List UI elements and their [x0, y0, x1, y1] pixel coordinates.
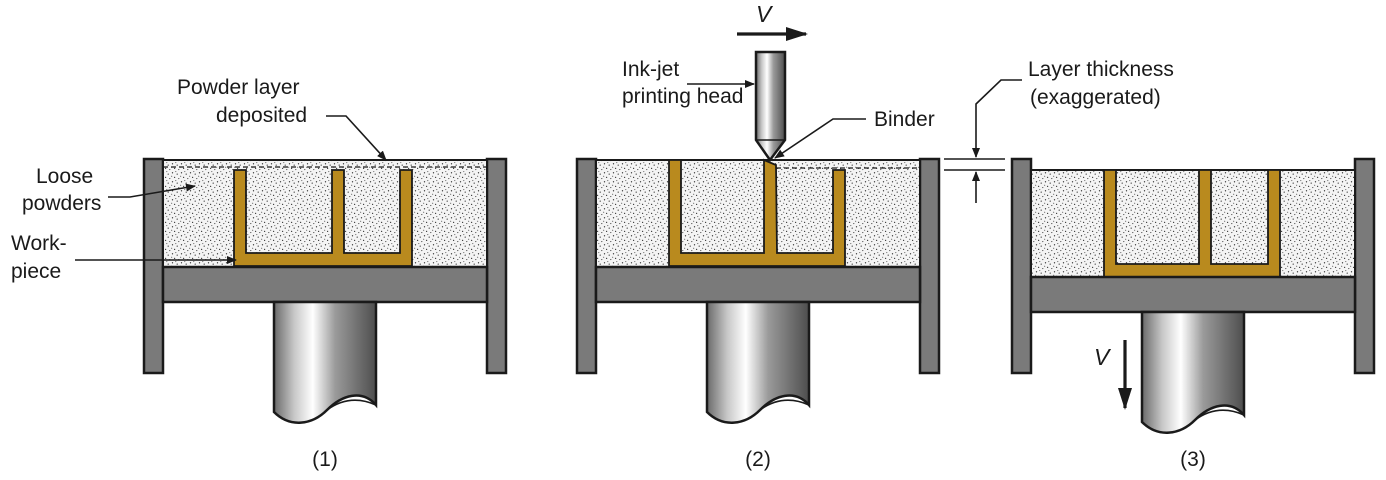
label-thickness-2: (exaggerated): [1030, 86, 1161, 109]
caption-1: (1): [312, 448, 338, 471]
piston-cut-edge: [759, 399, 810, 411]
build-platform: [1029, 275, 1357, 314]
piston: [272, 300, 378, 424]
chamber-wall-right: [1353, 157, 1376, 375]
chamber-wall-left: [1010, 157, 1033, 375]
piston-cut-edge: [1194, 409, 1245, 421]
velocity-label-top: V: [756, 1, 774, 27]
powder-bed: [595, 159, 921, 268]
chamber-wall-left: [575, 157, 598, 375]
label-inkjet-2: printing head: [622, 85, 743, 108]
caption-3: (3): [1180, 448, 1206, 471]
label-loose-1: Loose: [36, 165, 93, 188]
label-inkjet-1: Ink-jet: [622, 58, 679, 81]
label-loose-2: powders: [22, 192, 101, 215]
stage-2: V Ink-jet printing head Binder (2): [575, 1, 941, 471]
caption-2: (2): [745, 448, 771, 471]
piston: [1140, 310, 1246, 434]
thickness-arrow-down: [972, 79, 1022, 158]
build-platform: [161, 265, 489, 304]
leader-powder-layer: [326, 115, 387, 161]
label-work-1: Work-: [11, 232, 67, 255]
powder-bed: [162, 159, 488, 268]
stage-3: V (3): [1010, 157, 1376, 471]
label-binder: Binder: [874, 108, 935, 131]
chamber-wall-right: [918, 157, 941, 375]
velocity-label-down: V: [1094, 344, 1112, 370]
label-powder-layer-1: Powder layer: [177, 76, 300, 99]
label-powder-layer-2: deposited: [216, 104, 307, 127]
inkjet-print-head: [754, 50, 787, 163]
piston-cut-edge: [326, 399, 377, 411]
stage-1: Powder layer deposited Loose powders Wor…: [11, 76, 508, 471]
powder-bed: [1030, 169, 1356, 278]
leader-loose: [108, 183, 196, 198]
leader-binder: [774, 118, 866, 159]
label-thickness-1: Layer thickness: [1028, 58, 1174, 81]
build-platform: [594, 265, 922, 304]
layer-thickness-indicator: Layer thickness (exaggerated): [944, 58, 1174, 203]
chamber-wall-right: [485, 157, 508, 375]
label-work-2: piece: [11, 260, 61, 283]
piston: [705, 300, 811, 424]
